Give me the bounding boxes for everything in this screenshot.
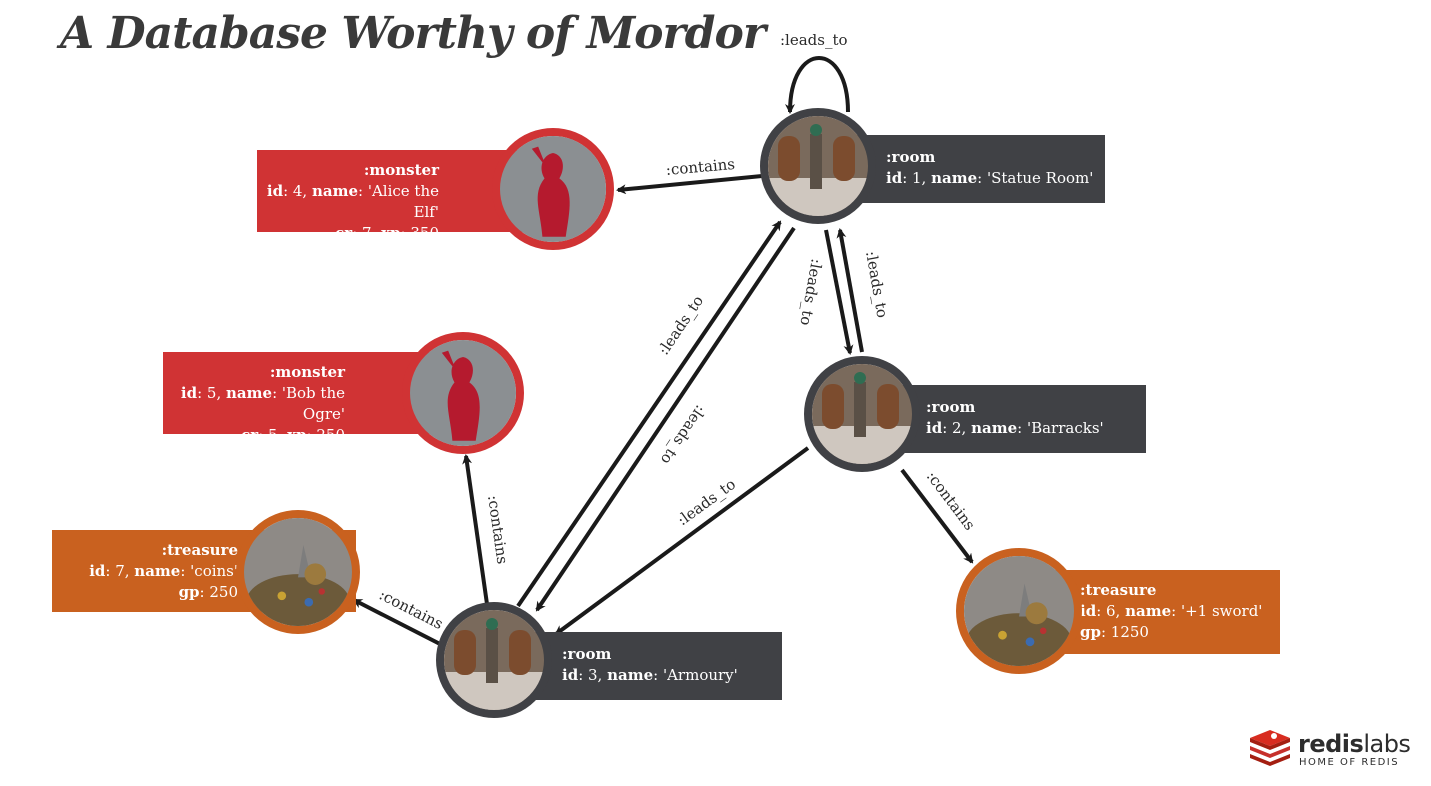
edge-r3-contains-m5 (462, 454, 489, 605)
edge-r1-contains-m4 (616, 174, 763, 195)
edge-self-loop (785, 56, 850, 114)
node-type: :treasure (1080, 581, 1157, 599)
node-stats: gp: 1250 (1080, 623, 1149, 641)
edge-label-r1-to-r3: :leads_to (657, 402, 710, 468)
node-stats: cr: 5, xp: 250 (241, 426, 345, 444)
edge-label-r2-contains-t6: :contains (923, 468, 979, 534)
node-type: :monster (363, 161, 439, 179)
node-type: :room (886, 148, 936, 166)
monster-image-circle (492, 128, 614, 250)
edge-label-self-loop: :leads_to (780, 31, 848, 49)
node-type: :room (562, 645, 612, 663)
node-props: id: 6, name: '+1 sword' (1080, 602, 1263, 620)
edge-label-r3-to-r1: :leads_to (654, 292, 707, 358)
edge-r3-contains-t7 (352, 598, 441, 646)
node-props: id: 1, name: 'Statue Room' (886, 169, 1094, 187)
node-props: id: 5, name: 'Bob the Ogre' (180, 384, 345, 423)
edge-label-r1-to-r2: :leads_to (796, 257, 825, 327)
redis-logo-icon (1250, 730, 1290, 766)
room-image-circle (804, 356, 920, 472)
treasure-image-circle (236, 510, 360, 634)
edge-r3-to-r1 (516, 220, 782, 608)
room-image-circle (760, 108, 876, 224)
edge-r1-to-r3 (535, 226, 796, 612)
treasure-image-circle (956, 548, 1082, 674)
edge-label-r3-contains-m5: :contains (484, 494, 511, 565)
node-type: :monster (269, 363, 345, 381)
node-props: id: 4, name: 'Alice the Elf' (266, 182, 439, 221)
node-props: id: 3, name: 'Armoury' (562, 666, 738, 684)
room-image-circle (436, 602, 552, 718)
monster-image-circle (402, 332, 524, 454)
node-type: :room (926, 398, 976, 416)
edge-label-r2-to-r1: :leads_to (862, 250, 891, 320)
node-props: id: 7, name: 'coins' (89, 562, 238, 580)
node-stats: cr: 7, xp: 350 (335, 224, 439, 242)
logo-wordmark: redislabs (1298, 730, 1411, 758)
node-room-1-label: :room id: 1, name: 'Statue Room' (842, 135, 1105, 203)
edge-r1-to-r2 (824, 229, 854, 355)
node-room-2-label: :room id: 2, name: 'Barracks' (884, 385, 1146, 453)
node-props: id: 2, name: 'Barracks' (926, 419, 1104, 437)
edge-label-r1-contains-m4: :contains (665, 155, 736, 179)
edge-label-r3-contains-t7: :contains (376, 586, 446, 633)
edge-r2-to-r1 (836, 228, 864, 353)
node-room-3-label: :room id: 3, name: 'Armoury' (520, 632, 782, 700)
node-type: :treasure (161, 541, 238, 559)
edge-r2-to-r3 (554, 446, 810, 636)
logo-tagline: HOME OF REDIS (1299, 757, 1400, 768)
node-stats: gp: 250 (178, 583, 238, 601)
edge-r2-contains-t6 (900, 468, 974, 564)
page-title: A Database Worthy of Mordor (60, 8, 766, 59)
